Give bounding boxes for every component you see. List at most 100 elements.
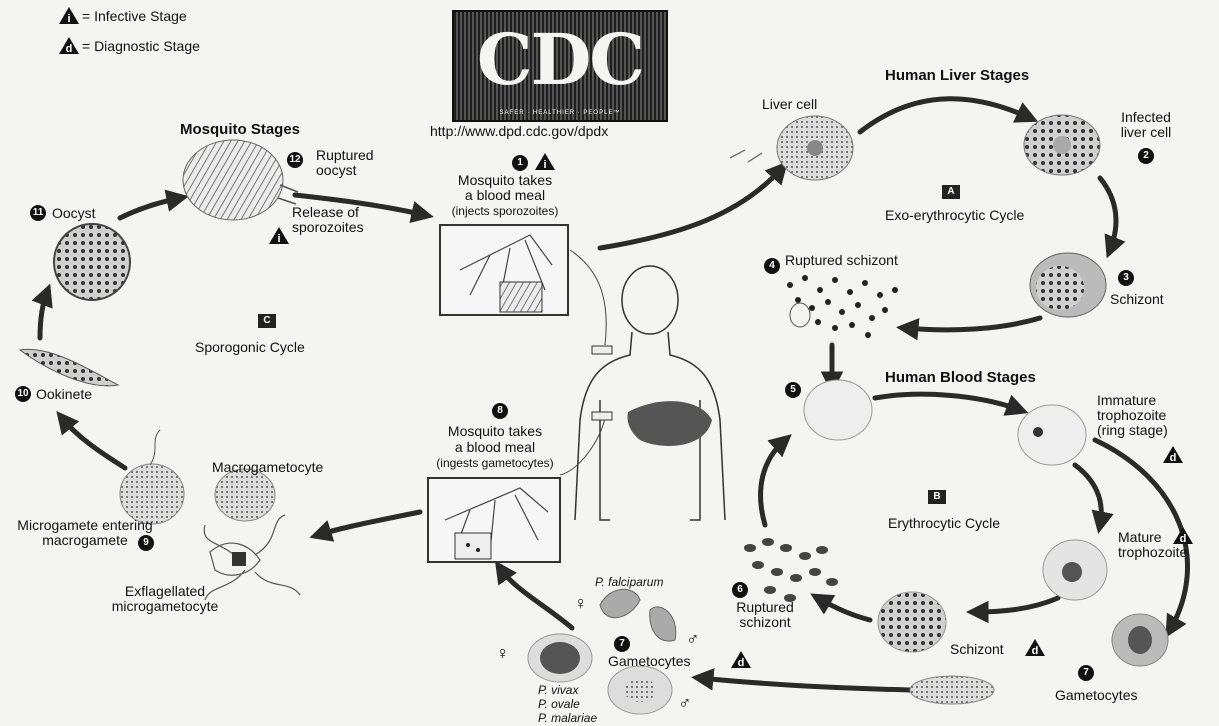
arrow-meal-to-liver bbox=[600, 168, 782, 248]
p-malariae-label: P. malariae bbox=[538, 712, 597, 725]
immature-trophozoite bbox=[1018, 405, 1086, 465]
ookinete bbox=[20, 349, 118, 385]
arrow-rbc-to-immature bbox=[875, 394, 1020, 410]
legend-infective-label: = Infective Stage bbox=[82, 9, 187, 24]
cdc-tagline: SAFER · HEALTHIER · PEOPLE™ bbox=[454, 110, 666, 116]
mosquito-feeding-box-bottom bbox=[428, 478, 560, 562]
spo-cycle-label: Sporogonic Cycle bbox=[195, 340, 305, 355]
falciparum-gametocyte-female bbox=[600, 589, 640, 617]
oocyst bbox=[54, 224, 130, 300]
diagnostic-stage-icon: d bbox=[1024, 638, 1046, 657]
macrogametocyte bbox=[215, 469, 275, 521]
cdc-url: http://www.dpd.cdc.gov/dpdx bbox=[430, 124, 608, 139]
svg-text:d: d bbox=[1180, 533, 1187, 545]
svg-text:i: i bbox=[277, 233, 280, 245]
diagnostic-stage-icon: d bbox=[58, 36, 80, 55]
arrow-ookinete-to-oocyst bbox=[40, 292, 47, 338]
diagnostic-stage-icon: d bbox=[1172, 526, 1194, 545]
male-symbol: ♂ bbox=[678, 696, 692, 711]
arrow-gametocytes-to-meal bbox=[500, 568, 572, 628]
step-1-badge: 1 bbox=[512, 155, 528, 171]
svg-text:d: d bbox=[738, 657, 745, 669]
male-symbol: ♂ bbox=[686, 632, 700, 647]
oocyst-label: Oocyst bbox=[52, 206, 96, 221]
ookinete-label: Ookinete bbox=[36, 387, 92, 402]
step-7-badge-right: 7 bbox=[1078, 665, 1094, 681]
liver-stages-title: Human Liver Stages bbox=[885, 68, 1029, 83]
red-blood-cell bbox=[804, 380, 872, 440]
arrow-mature-to-schizont bbox=[975, 598, 1058, 612]
blood-stages-title: Human Blood Stages bbox=[885, 370, 1036, 385]
step-1-line3: (injects sporozoites) bbox=[430, 205, 580, 218]
arrow-micro-to-ookinete bbox=[62, 418, 125, 468]
step-12-badge: 12 bbox=[287, 152, 303, 168]
liver-cell-label: Liver cell bbox=[762, 97, 817, 112]
exo-cycle-label: Exo-erythrocytic Cycle bbox=[885, 208, 1024, 223]
ruptured-oocyst bbox=[183, 140, 283, 220]
exflagellated-label: Exflagellated microgametocyte bbox=[95, 584, 235, 614]
gametocyte-elongated bbox=[910, 676, 994, 704]
arrow-schizont-to-ruptured-b bbox=[818, 598, 870, 620]
immature-trophozoite-label: Immature trophozoite (ring stage) bbox=[1097, 393, 1168, 438]
cdc-logo: CDC SAFER · HEALTHIER · PEOPLE™ bbox=[452, 10, 668, 122]
ruptured-schizont-label: Ruptured schizont bbox=[785, 253, 898, 268]
diagnostic-stage-icon: d bbox=[1162, 445, 1184, 464]
step-8-line2: a blood meal bbox=[420, 440, 570, 455]
step-4-badge: 4 bbox=[764, 258, 780, 274]
arrow-infected-to-schizont bbox=[1100, 178, 1116, 250]
blood-schizont bbox=[878, 592, 946, 652]
infective-stage-icon: i bbox=[534, 152, 556, 171]
gametocytes-label: Gametocytes bbox=[608, 654, 690, 669]
infective-stage-icon: i bbox=[268, 226, 290, 245]
step-3-badge: 3 bbox=[1118, 270, 1134, 286]
ery-cycle-label: Erythrocytic Cycle bbox=[888, 516, 1000, 531]
step-5-badge: 5 bbox=[785, 382, 801, 398]
arrow-schizont-to-ruptured bbox=[905, 318, 1040, 330]
female-symbol: ♀ bbox=[574, 596, 588, 611]
ruptured-blood-schizont bbox=[744, 538, 838, 602]
svg-text:d: d bbox=[66, 43, 73, 55]
cdc-logo-text: CDC bbox=[454, 18, 666, 101]
step-1-line1: Mosquito takes bbox=[430, 173, 580, 188]
step-8-badge: 8 bbox=[492, 403, 508, 419]
arrow-oocyst-to-ruptured bbox=[120, 198, 180, 218]
spo-cycle-label-box: C bbox=[258, 314, 276, 328]
human-silhouette bbox=[575, 266, 725, 520]
microgamete-entering bbox=[120, 464, 184, 524]
infected-liver-cell-label: Infected liver cell bbox=[1110, 110, 1182, 140]
step-2-badge: 2 bbox=[1138, 148, 1154, 164]
svg-text:i: i bbox=[543, 159, 546, 171]
exo-cycle-label-box: A bbox=[942, 185, 960, 199]
svg-text:d: d bbox=[1032, 645, 1039, 657]
blood-schizont-label: Schizont bbox=[950, 642, 1004, 657]
falciparum-gametocyte-male bbox=[650, 607, 676, 641]
release-sporozoites-label: Release of sporozoites bbox=[292, 205, 364, 235]
arrow-immature-to-mature bbox=[1075, 465, 1101, 525]
step-1-line2: a blood meal bbox=[430, 188, 580, 203]
ruptured-oocyst-label: Ruptured oocyst bbox=[316, 148, 374, 178]
p-ovale-label: P. ovale bbox=[538, 698, 580, 711]
step-6-badge: 6 bbox=[732, 582, 748, 598]
arrow-meal-to-macro bbox=[318, 512, 420, 535]
step-10-badge: 10 bbox=[15, 386, 31, 402]
liver-schizont-label: Schizont bbox=[1110, 292, 1164, 307]
step-8-line3: (ingests gametocytes) bbox=[420, 457, 570, 470]
macrogametocyte-label: Macrogametocyte bbox=[212, 460, 323, 475]
infective-stage-icon: i bbox=[58, 6, 80, 25]
female-symbol: ♀ bbox=[496, 646, 510, 661]
p-falciparum-label: P. falciparum bbox=[595, 576, 663, 589]
step-7-badge: 7 bbox=[614, 636, 630, 652]
ruptured-blood-schizont-label: Ruptured schizont bbox=[725, 600, 805, 630]
svg-text:d: d bbox=[1170, 452, 1177, 464]
legend-diagnostic-label: = Diagnostic Stage bbox=[82, 39, 200, 54]
mosquito-stages-title: Mosquito Stages bbox=[180, 122, 300, 137]
svg-text:i: i bbox=[67, 13, 70, 25]
diagnostic-stage-icon: d bbox=[730, 650, 752, 669]
arrow-gametocyte-to-left bbox=[700, 678, 910, 690]
step-11-badge: 11 bbox=[30, 205, 46, 221]
arrow-liver-to-infected bbox=[860, 99, 1030, 132]
step-9-badge: 9 bbox=[138, 535, 154, 551]
p-vivax-label: P. vivax bbox=[538, 684, 578, 697]
gametocytes-label-right: Gametocytes bbox=[1055, 688, 1137, 703]
